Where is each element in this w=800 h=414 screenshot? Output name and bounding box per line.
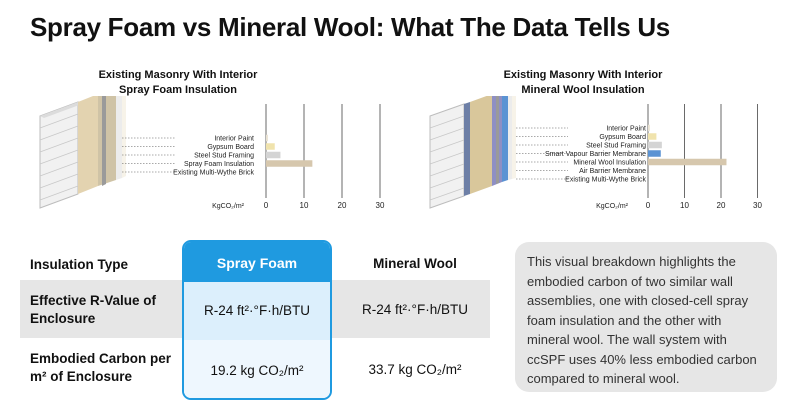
category-label: Interior Paint: [214, 136, 254, 143]
header-spray-foam: Spray Foam: [184, 242, 330, 284]
chart-title-mineral-wool: Existing Masonry With Interior Mineral W…: [458, 68, 708, 98]
spray-foam-embodied-carbon: 19.2 kg CO₂/m²: [184, 340, 330, 398]
category-label: Existing Multi-Wythe Brick: [173, 170, 254, 177]
description-text: This visual breakdown highlights the emb…: [527, 254, 757, 386]
bar: [266, 160, 313, 167]
tick-label: 30: [753, 201, 762, 210]
mineral-wool-r-value: R-24 ft²·°F·h/BTU: [362, 302, 468, 317]
category-label: Interior Paint: [606, 126, 646, 133]
mineral-wool-embodied-carbon: 33.7 kg CO₂/m²: [368, 362, 462, 377]
bar: [648, 141, 662, 149]
tick-label: 0: [264, 201, 269, 210]
table-header-row: Insulation Type Mineral Wool: [20, 248, 490, 282]
bar: [266, 151, 281, 159]
row-label-r-value: Effective R-Value of Enclosure: [30, 293, 157, 326]
axis-label: KgCO₂/m²: [596, 203, 629, 210]
wall-illustration-spray-foam: [39, 96, 126, 209]
tick-label: 20: [717, 201, 726, 210]
tick-label: 10: [300, 201, 309, 210]
tick-label: 0: [646, 201, 651, 210]
category-label: Existing Multi-Wythe Brick: [565, 177, 646, 184]
bar: [266, 143, 275, 150]
category-label: Steel Stud Framing: [194, 153, 254, 160]
header-mineral-wool: Mineral Wool: [373, 256, 457, 271]
table-row-embodied-carbon: Embodied Carbon per m² of Enclosure 33.7…: [20, 338, 490, 400]
spray-foam-r-value: R-24 ft²·°F·h/BTU: [184, 282, 330, 340]
tick-label: 10: [680, 201, 689, 210]
chart-title-line2: Spray Foam Insulation: [119, 84, 237, 96]
chart-title-line1: Existing Masonry With Interior: [98, 69, 258, 81]
category-label: Steel Stud Framing: [586, 143, 646, 150]
chart-title-line1: Existing Masonry With Interior: [503, 69, 663, 81]
description-box: This visual breakdown highlights the emb…: [515, 242, 777, 392]
wall-illustration-mineral-wool: [429, 96, 516, 209]
spray-foam-column: Spray Foam R-24 ft²·°F·h/BTU 19.2 kg CO₂…: [182, 240, 332, 400]
tick-label: 20: [338, 201, 347, 210]
category-label: Mineral Wool Insulation: [573, 160, 646, 167]
bar: [648, 133, 657, 140]
page-title: Spray Foam vs Mineral Wool: What The Dat…: [30, 12, 670, 42]
mineral-wool-panel: Existing Masonry With Interior Mineral W…: [398, 68, 788, 218]
bar: [648, 150, 661, 157]
bar: [648, 158, 727, 166]
category-label: Smart Vapour Barrier Membrane: [545, 151, 646, 158]
row-label-embodied-carbon: Embodied Carbon per m² of Enclosure: [30, 351, 172, 384]
tick-label: 30: [376, 201, 385, 210]
axis-label: KgCO₂/m²: [212, 203, 245, 210]
chart-title-line2: Mineral Wool Insulation: [521, 84, 645, 96]
category-label: Air Barrier Membrane: [579, 168, 646, 175]
header-insulation-type: Insulation Type: [30, 257, 129, 272]
spray-foam-panel: Existing Masonry With Interior Spray Foa…: [18, 68, 408, 218]
bar: [266, 134, 268, 142]
category-label: Spray Foam Insulation: [184, 161, 254, 168]
bar: [648, 124, 650, 132]
chart-title-spray-foam: Existing Masonry With Interior Spray Foa…: [58, 68, 298, 98]
category-label: Gypsum Board: [599, 134, 646, 141]
category-label: Gypsum Board: [207, 144, 254, 151]
